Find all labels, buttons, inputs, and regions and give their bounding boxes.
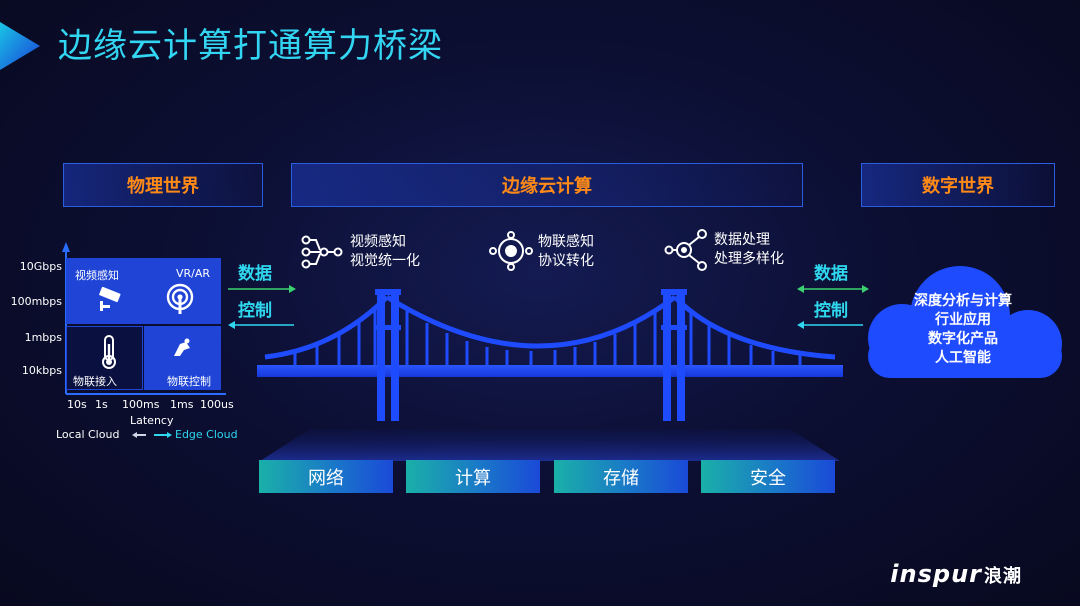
quadrant-bottom-left: [66, 326, 143, 390]
resource-storage-label: 存储: [603, 467, 639, 489]
legend-edge-cloud: Edge Cloud: [175, 428, 238, 441]
cloud-line-2: 行业应用: [935, 312, 991, 328]
y-tick-100mbps: 100mbps: [10, 295, 62, 308]
brand-name: inspur: [890, 560, 982, 588]
legend-arrows-icon: [132, 432, 172, 438]
quadrant-iot-access-label: 物联接入: [73, 375, 117, 388]
header-digital-label: 数字世界: [922, 176, 994, 197]
left-control-label: 控制: [238, 301, 272, 321]
camera-icon: [99, 287, 121, 311]
x-tick-100us: 100us: [200, 398, 234, 411]
feature-iot-line2: 协议转化: [538, 253, 594, 269]
left-data-label: 数据: [238, 264, 272, 284]
right-control-label: 控制: [814, 301, 848, 321]
feature-data-line2: 处理多样化: [714, 251, 784, 267]
network-nodes-icon: [301, 235, 343, 269]
header-edge-label: 边缘云计算: [502, 176, 592, 197]
brand-cn: 浪潮: [984, 566, 1022, 587]
resource-storage: 存储: [554, 460, 688, 493]
slide-marker-triangle-icon: [0, 22, 40, 70]
right-data-arrow-icon: [797, 285, 869, 293]
feature-data-line1: 数据处理: [714, 232, 770, 248]
x-tick-1ms: 1ms: [170, 398, 194, 411]
resource-security-label: 安全: [750, 467, 786, 489]
page-title: 边缘云计算打通算力桥梁: [58, 26, 443, 66]
digital-cloud-shape: [868, 266, 1062, 378]
feature-video-line1: 视频感知: [350, 234, 406, 250]
header-physical-world: 物理世界: [63, 163, 263, 207]
left-control-arrow-icon: [228, 321, 294, 329]
quadrant-video-label: 视频感知: [75, 269, 119, 282]
thermometer-icon: [102, 335, 116, 369]
right-data-label: 数据: [814, 264, 848, 284]
robot-arm-icon: [174, 338, 190, 356]
left-data-arrow-icon: [228, 285, 296, 293]
y-tick-1mbps: 1mbps: [24, 331, 62, 344]
x-axis-title: Latency: [130, 414, 174, 427]
feature-data: 数据处理 处理多样化: [714, 231, 784, 269]
quadrant-iot-control-label: 物联控制: [167, 375, 211, 388]
resource-network-label: 网络: [308, 467, 344, 489]
bridge-illustration: [257, 289, 843, 421]
header-edge-computing: 边缘云计算: [291, 163, 803, 207]
iot-hub-icon: [489, 231, 533, 271]
header-digital-world: 数字世界: [861, 163, 1055, 207]
legend-local-cloud: Local Cloud: [56, 428, 120, 441]
resource-compute-label: 计算: [455, 467, 491, 489]
y-tick-10kbps: 10kbps: [21, 364, 62, 377]
data-processing-icon: [664, 229, 707, 271]
quadrant-vrar-label: VR/AR: [176, 267, 211, 280]
resource-compute: 计算: [406, 460, 540, 493]
resource-security: 安全: [701, 460, 835, 493]
resource-network: 网络: [259, 460, 393, 493]
x-tick-100ms: 100ms: [122, 398, 160, 411]
header-physical-label: 物理世界: [127, 176, 199, 197]
x-tick-10s: 10s: [67, 398, 87, 411]
y-tick-10gbps: 10Gbps: [19, 260, 62, 273]
cloud-line-3: 数字化产品: [928, 331, 998, 347]
quadrant-top: [66, 258, 221, 324]
vr-antenna-icon: [166, 283, 194, 314]
x-tick-1s: 1s: [95, 398, 108, 411]
cloud-line-1: 深度分析与计算: [914, 293, 1012, 309]
right-control-arrow-icon: [797, 321, 863, 329]
feature-iot: 物联感知 协议转化: [538, 233, 594, 271]
cloud-line-4: 人工智能: [935, 350, 991, 366]
feature-iot-line1: 物联感知: [538, 234, 594, 250]
feature-video: 视频感知 视觉统一化: [350, 233, 420, 271]
bridge-platform: [260, 429, 840, 461]
cloud-text: 深度分析与计算 行业应用 数字化产品 人工智能: [890, 292, 1036, 368]
feature-video-line2: 视觉统一化: [350, 253, 420, 269]
quadrant-bottom-right: [144, 326, 221, 390]
